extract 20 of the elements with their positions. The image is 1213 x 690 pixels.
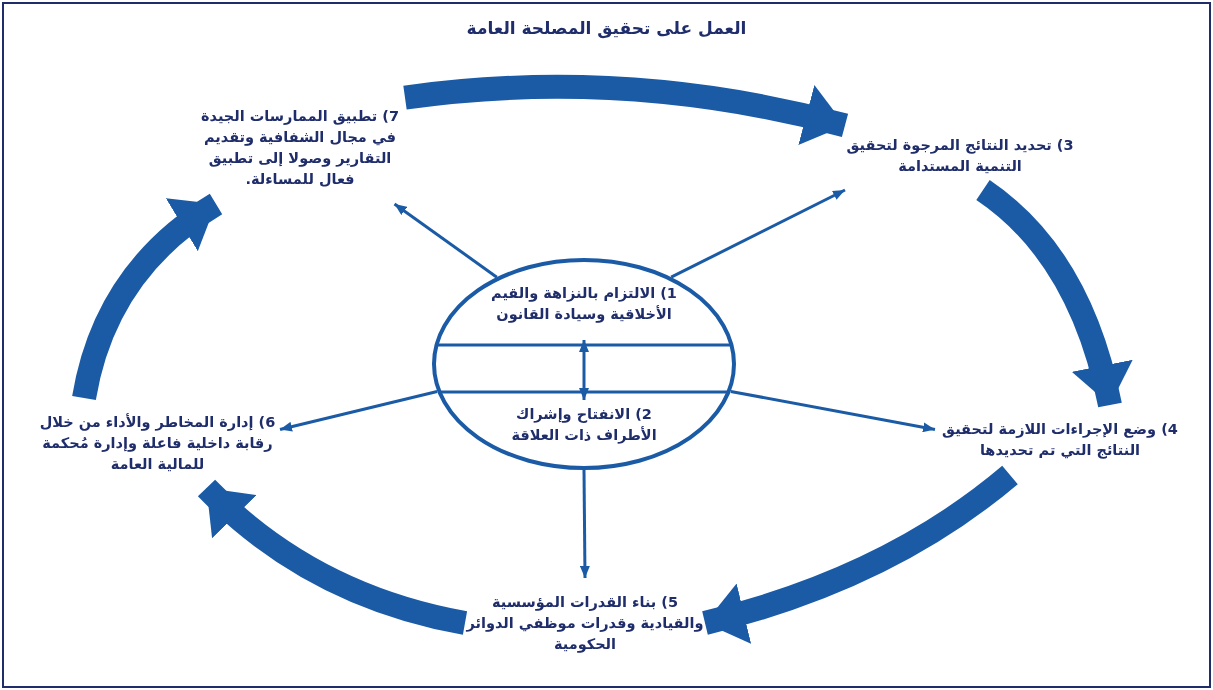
step-text: 6) إدارة المخاطر والأداء من خلال رقابة داخلية فاعلة وإدارة مُحكمة للمالية العامة xyxy=(35,398,280,488)
curved-arrow xyxy=(72,193,223,401)
step-text: 3) تحديد النتائج المرجوة لتحقيق التنمية المستدامة xyxy=(845,122,1075,190)
curved-arrow xyxy=(702,465,1018,643)
step-text: 4) وضع الإجراءات اللازمة لتحقيق النتائج التي تم تحديدها xyxy=(935,405,1185,475)
arrow xyxy=(579,470,590,578)
arrow xyxy=(579,340,589,400)
title: العمل على تحقيق المصلحة العامة xyxy=(466,18,747,38)
step-text: 1) الالتزام بالنزاهة والقيم الأخلاقية وسيادة القانون xyxy=(482,268,686,340)
arrow xyxy=(670,188,846,279)
curved-arrow xyxy=(975,180,1132,408)
step-text: 2) الانفتاح وإشراك الأطراف ذات العلاقة xyxy=(492,400,676,450)
curved-arrow xyxy=(403,74,848,146)
step-text: 7) تطبيق الممارسات الجيدة في مجال الشفافية وتقديم التقارير وصولا إلى تطبيق فعال للمساءلة. xyxy=(195,92,405,204)
ellipse xyxy=(432,258,736,470)
arrow xyxy=(730,389,936,433)
arrow xyxy=(393,202,498,279)
curved-arrow xyxy=(198,479,468,635)
arrow xyxy=(279,389,438,432)
step-text: 5) بناء القدرات المؤسسية والقيادية وقدرات موظفي الدوائر الحكومية xyxy=(465,578,705,668)
